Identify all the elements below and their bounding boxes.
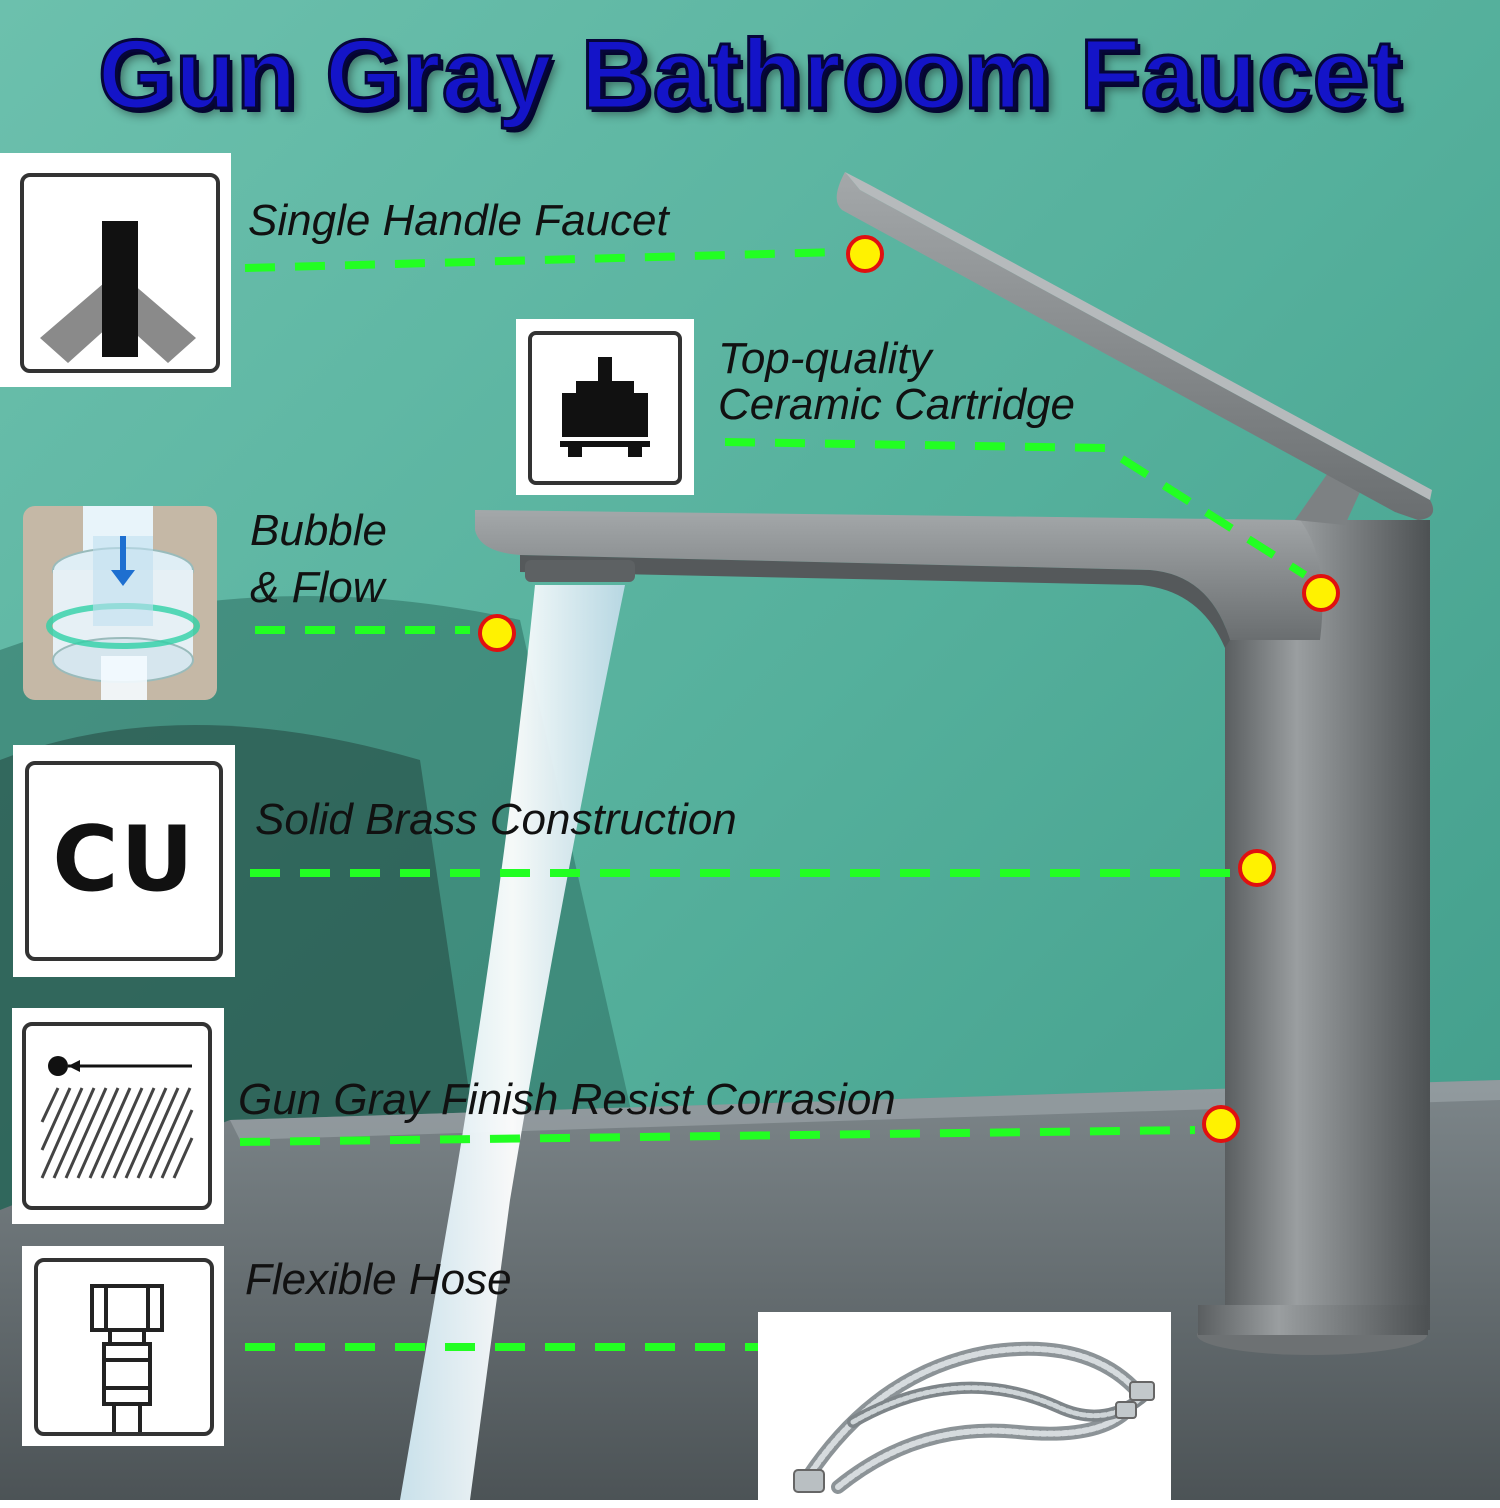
marker-dot-single-handle (846, 235, 884, 273)
ceramic-cartridge-icon (516, 319, 694, 495)
finish-coating-icon (12, 1008, 224, 1224)
marker-dot-ceramic-cartridge (1302, 574, 1340, 612)
marker-dot-bubble-flow (478, 614, 516, 652)
feature-label-ceramic-cartridge: Top-quality Ceramic Cartridge (718, 334, 1075, 430)
feature-label-single-handle: Single Handle Faucet (248, 196, 669, 245)
flexible-hose-image (758, 1312, 1171, 1508)
aerator-icon (23, 506, 217, 700)
page-title: Gun Gray Bathroom Faucet (97, 18, 1403, 131)
feature-label-flexible-hose: Flexible Hose (245, 1255, 512, 1304)
feature-label-gun-gray-finish: Gun Gray Finish Resist Corrasion (238, 1075, 896, 1124)
feature-label-solid-brass: Solid Brass Construction (255, 795, 737, 844)
copper-cu-text: CU (52, 807, 196, 912)
copper-cu-icon: CU (13, 745, 235, 977)
feature-label-bubble-flow: Bubble & Flow (250, 506, 388, 613)
single-handle-icon (0, 153, 231, 387)
marker-dot-gun-gray-finish (1202, 1105, 1240, 1143)
marker-dot-solid-brass (1238, 849, 1276, 887)
hose-connector-icon (22, 1246, 224, 1446)
